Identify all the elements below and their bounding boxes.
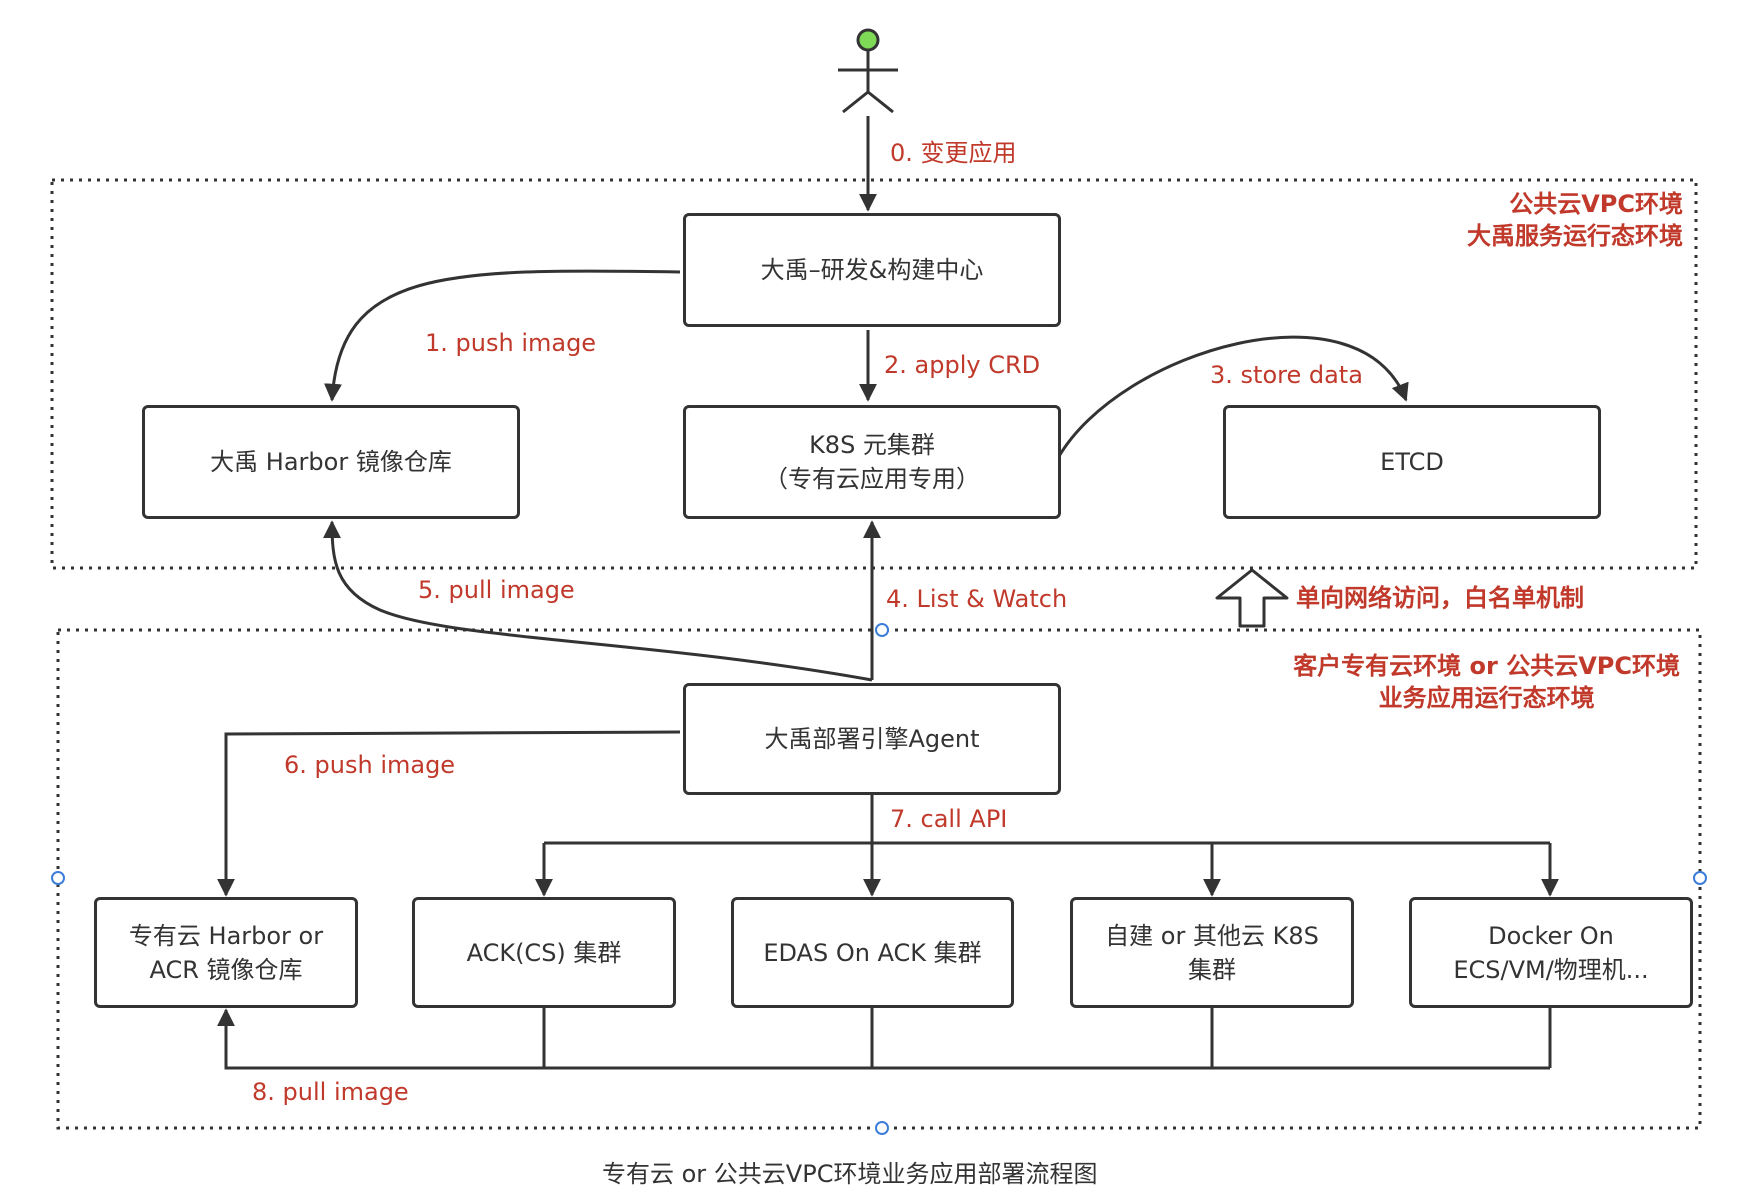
diagram-caption: 专有云 or 公共云VPC环境业务应用部署流程图 [602, 1160, 1098, 1188]
one-way-access-note: 单向网络访问，白名单机制 [1296, 584, 1584, 612]
customer-zone-label: 客户专有云环境 or 公共云VPC环境 业务应用运行态环境 [1293, 650, 1680, 714]
public-zone-title-1: 公共云VPC环境 [1509, 190, 1683, 218]
devcenter-label: 大禹–研发&构建中心 [760, 256, 984, 284]
harbor-registry-label: 大禹 Harbor 镜像仓库 [210, 448, 452, 476]
deploy-agent-label: 大禹部署引擎Agent [764, 725, 980, 753]
private-harbor-node[interactable]: 专有云 Harbor or ACR 镜像仓库 [94, 897, 358, 1008]
edge-pull-image-8 [217, 1006, 546, 1070]
one-way-access-arrow-icon [1215, 568, 1289, 628]
etcd-label: ETCD [1380, 448, 1444, 476]
user-actor-icon [838, 28, 898, 114]
edge-push-image-1 [324, 269, 681, 402]
k8s-meta-cluster-label-1: K8S 元集群 [809, 431, 935, 459]
customer-zone-title-2: 业务应用运行态环境 [1378, 684, 1595, 712]
docker-host-label-1: Docker On [1488, 921, 1614, 950]
edas-cluster-label: EDAS On ACK 集群 [763, 938, 982, 967]
edge-label-list-watch: 4. List & Watch [886, 585, 1068, 613]
devcenter-node[interactable]: 大禹–研发&构建中心 [683, 213, 1061, 327]
edge-store-data [1056, 335, 1409, 459]
public-vpc-zone [50, 178, 1698, 570]
self-k8s-cluster-label-2: 集群 [1188, 955, 1236, 984]
selection-handle-top[interactable] [875, 623, 889, 637]
edge-label-push-image-6: 6. push image [284, 751, 456, 779]
edge-label-store-data: 3. store data [1210, 361, 1363, 389]
self-k8s-cluster-node[interactable]: 自建 or 其他云 K8S 集群 [1070, 897, 1354, 1008]
self-k8s-cluster-label-1: 自建 or 其他云 K8S [1105, 921, 1319, 950]
edge-pull-image-5 [323, 520, 873, 682]
edge-label-pull-image-8: 8. pull image [252, 1078, 409, 1106]
edge-label-pull-image-5: 5. pull image [418, 576, 575, 604]
etcd-node[interactable]: ETCD [1223, 405, 1601, 519]
private-harbor-label-1: 专有云 Harbor or [128, 921, 324, 950]
selection-handle-bottom[interactable] [875, 1121, 889, 1135]
customer-zone-title-1: 客户专有云环境 or 公共云VPC环境 [1293, 652, 1680, 680]
docker-host-node[interactable]: Docker On ECS/VM/物理机... [1409, 897, 1693, 1008]
selection-handle-right[interactable] [1693, 871, 1707, 885]
edge-push-image-6 [217, 730, 681, 897]
k8s-meta-cluster-node[interactable]: K8S 元集群 （专有云应用专用） [683, 405, 1061, 519]
private-harbor-label-2: ACR 镜像仓库 [149, 955, 303, 984]
edge-label-apply-crd: 2. apply CRD [884, 351, 1041, 379]
edge-label-change-app: 0. 变更应用 [890, 139, 1017, 167]
public-zone-label: 公共云VPC环境 大禹服务运行态环境 [1467, 188, 1683, 252]
ack-cluster-node[interactable]: ACK(CS) 集群 [412, 897, 676, 1008]
selection-handle-left[interactable] [51, 871, 65, 885]
edas-cluster-node[interactable]: EDAS On ACK 集群 [731, 897, 1014, 1008]
harbor-registry-node[interactable]: 大禹 Harbor 镜像仓库 [142, 405, 520, 519]
edge-label-push-image-1: 1. push image [425, 329, 597, 357]
edge-label-call-api: 7. call API [890, 805, 1008, 833]
docker-host-label-2: ECS/VM/物理机... [1453, 955, 1649, 984]
deploy-agent-node[interactable]: 大禹部署引擎Agent [683, 683, 1061, 795]
ack-cluster-label: ACK(CS) 集群 [466, 938, 622, 967]
k8s-meta-cluster-label-2: （专有云应用专用） [764, 465, 980, 493]
public-zone-title-2: 大禹服务运行态环境 [1467, 222, 1683, 250]
